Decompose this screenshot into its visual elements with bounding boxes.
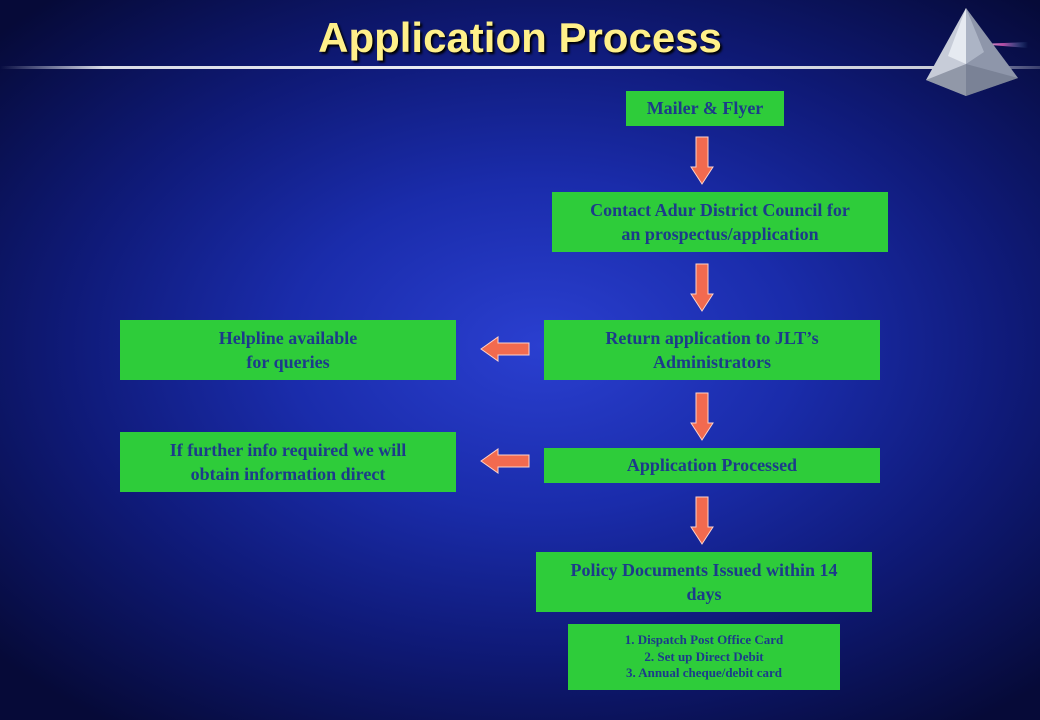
return-application-line-1: Return application to JLT’s — [605, 327, 819, 348]
arrow-down-icon — [690, 263, 714, 312]
next-step-3: 3. Annual cheque/debit card — [625, 665, 783, 681]
policy-documents-line-1: Policy Documents Issued within 14 — [570, 559, 838, 580]
helpline-box: Helpline available for queries — [120, 320, 456, 380]
arrow-down-icon — [690, 136, 714, 185]
policy-documents-line-2: days — [686, 584, 722, 604]
page-title: Application Process — [318, 14, 722, 61]
further-info-line-2: obtain information direct — [190, 464, 386, 484]
policy-documents-box: Policy Documents Issued within 14 days — [536, 552, 872, 612]
return-application-line-2: Administrators — [653, 352, 771, 372]
contact-council-line-2: an prospectus/application — [621, 224, 819, 244]
helpline-line-2: for queries — [246, 352, 330, 372]
next-step-1: 1. Dispatch Post Office Card — [624, 631, 784, 647]
title-underline — [0, 66, 1040, 69]
arrow-down-icon — [690, 496, 714, 545]
application-processed-box: Application Processed — [544, 448, 880, 483]
further-info-box: If further info required we will obtain … — [120, 432, 456, 492]
contact-council-line-1: Contact Adur District Council for — [590, 199, 850, 220]
mailer-flyer-box: Mailer & Flyer — [626, 91, 784, 126]
return-application-box: Return application to JLT’s Administrato… — [544, 320, 880, 380]
arrow-left-icon — [480, 336, 530, 362]
next-steps-box: 1. Dispatch Post Office Card 2. Set up D… — [568, 624, 840, 690]
crystal-pyramid-icon — [926, 8, 1028, 96]
arrow-left-icon — [480, 448, 530, 474]
contact-council-box: Contact Adur District Council for an pro… — [552, 192, 888, 252]
next-step-2: 2. Set up Direct Debit — [644, 648, 764, 664]
application-processed-label: Application Processed — [626, 455, 798, 476]
helpline-line-1: Helpline available — [218, 327, 358, 348]
mailer-flyer-label: Mailer & Flyer — [646, 98, 764, 119]
arrow-down-icon — [690, 392, 714, 441]
further-info-line-1: If further info required we will — [169, 439, 407, 460]
